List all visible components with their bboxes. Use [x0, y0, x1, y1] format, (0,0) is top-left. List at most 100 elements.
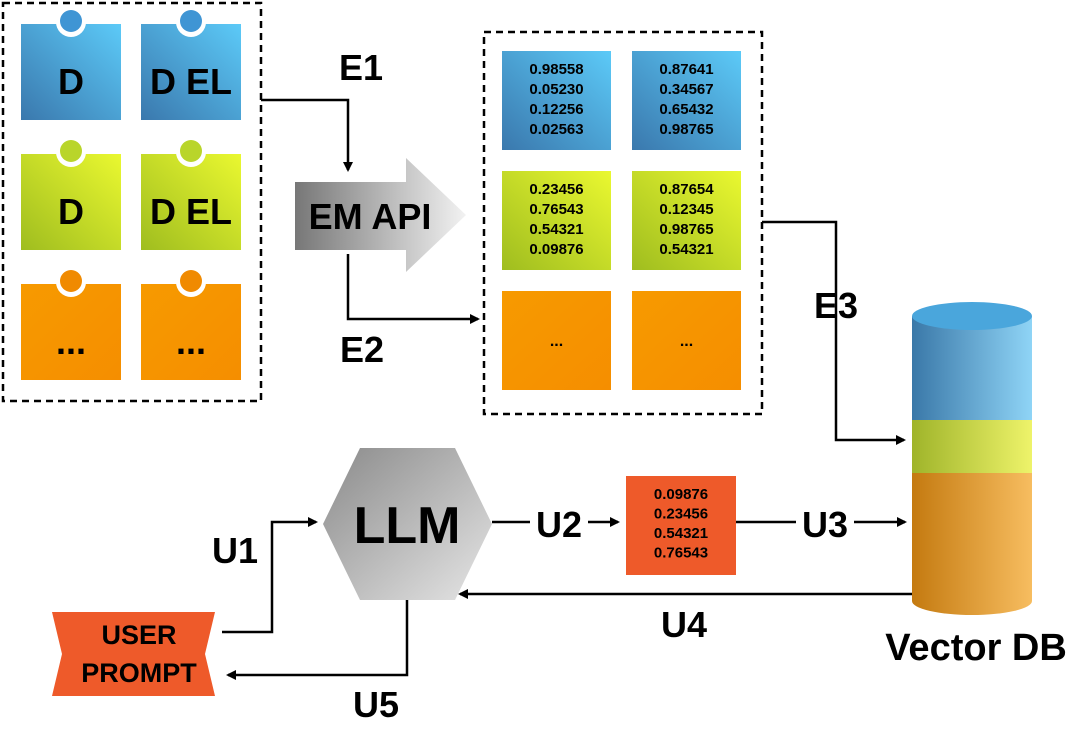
query-vector-value: 0.09876: [654, 486, 708, 503]
embedding-card-value: 0.34567: [659, 81, 713, 98]
vector-db-bottom: [912, 587, 1032, 615]
embedding-card: 0.87654 0.12345 0.98765 0.54321: [632, 171, 741, 270]
embedding-card-value: 0.76543: [529, 201, 583, 218]
embedding-api: EM API: [295, 158, 466, 272]
llm-hexagon: [323, 448, 492, 600]
document-card-label: ...: [176, 321, 206, 362]
llm-label: LLM: [354, 497, 461, 555]
embedding-api-arrow-shape: [295, 158, 466, 272]
document-card: D EL: [141, 7, 241, 120]
edge-u5-label: U5: [353, 684, 399, 725]
edge-u3-label-bg: [796, 504, 854, 540]
edge-e2-label: E2: [340, 329, 384, 370]
documents-group-border: [1, 1, 263, 403]
edge-e3-line: [762, 220, 906, 445]
embedding-card-body: [632, 291, 741, 390]
edge-labels: E1 E2 E3 U1 U2 U3 U4 U5: [212, 47, 858, 725]
query-vector-value: 0.54321: [654, 525, 708, 542]
vector-db-green-rim: [912, 420, 1032, 439]
vector-db: Vector DB: [885, 302, 1067, 669]
query-vector: 0.09876 0.23456 0.54321 0.76543: [626, 476, 736, 575]
document-card-body: [141, 24, 241, 120]
embedding-card-value: 0.02563: [529, 121, 583, 138]
embedding-card: 0.87641 0.34567 0.65432 0.98765: [632, 51, 741, 150]
edge-u1-line: [222, 517, 318, 634]
vector-db-blue-segment: [912, 316, 1032, 420]
embedding-card-value: 0.54321: [529, 221, 583, 238]
vector-db-label: Vector DB: [885, 627, 1067, 669]
embedding-card-value: 0.87641: [659, 61, 713, 78]
document-card: ...: [21, 267, 121, 380]
edge-u4-label: U4: [661, 604, 707, 645]
document-card-body: [141, 154, 241, 250]
document-card-pin-icon: [180, 270, 202, 292]
edge-u1-label: U1: [212, 530, 258, 571]
embedding-card: 0.98558 0.05230 0.12256 0.02563: [502, 51, 611, 150]
edge-e1-line: [261, 98, 353, 172]
document-card-label: D EL: [150, 191, 232, 232]
embedding-card-value: 0.05230: [529, 81, 583, 98]
embedding-card-value: 0.23456: [529, 181, 583, 198]
query-vector-box: [626, 476, 736, 575]
query-vector-values: 0.09876 0.23456 0.54321 0.76543: [654, 486, 708, 562]
embedding-card-value: 0.98765: [659, 121, 713, 138]
user-prompt-line1: USER: [101, 620, 176, 650]
document-card: D: [21, 137, 121, 250]
document-card-label: ...: [56, 321, 86, 362]
document-cards: D D EL D D EL......: [21, 7, 241, 380]
embedding-card-value: ...: [550, 333, 563, 350]
query-vector-value: 0.76543: [654, 545, 708, 562]
document-card: D: [21, 7, 121, 120]
embedding-card-body: [632, 51, 741, 150]
edge-u2-label: U2: [536, 504, 582, 545]
document-card-label: D: [58, 191, 84, 232]
embedding-card-body: [502, 291, 611, 390]
embedding-card-value: 0.12345: [659, 201, 713, 218]
embedding-card-value: 0.54321: [659, 241, 713, 258]
document-card-body: [141, 284, 241, 380]
document-card-label: D EL: [150, 61, 232, 102]
edge-e1-label: E1: [339, 47, 383, 88]
documents-group: D D EL D D EL......: [1, 1, 263, 403]
llm: LLM: [323, 448, 492, 600]
edge-u2-label-bg: [530, 504, 588, 540]
document-card-body: [21, 154, 121, 250]
embedding-card: ...: [632, 291, 741, 390]
vector-db-orange-rim: [912, 473, 1032, 492]
document-card: D EL: [141, 137, 241, 250]
document-card: ...: [141, 267, 241, 380]
vector-db-top: [912, 302, 1032, 330]
user-prompt: USER PROMPT: [52, 612, 215, 696]
embedding-card-value: 0.65432: [659, 101, 713, 118]
connectors: [222, 98, 912, 680]
document-card-label: D: [58, 61, 84, 102]
embedding-card-body: [502, 171, 611, 270]
embedding-api-label: EM API: [309, 196, 432, 237]
embedding-card-value: ...: [680, 333, 693, 350]
embedding-card-body: [502, 51, 611, 150]
embedding-card: 0.23456 0.76543 0.54321 0.09876: [502, 171, 611, 270]
document-card-pin-icon: [180, 140, 202, 162]
embedding-card-value: 0.98765: [659, 221, 713, 238]
vector-db-orange-segment: [912, 473, 1032, 601]
embedding-card-value: 0.87654: [659, 181, 714, 198]
query-vector-value: 0.23456: [654, 506, 708, 523]
edge-u5-line: [226, 600, 409, 680]
embedding-card-value: 0.09876: [529, 241, 583, 258]
embedding-card: ...: [502, 291, 611, 390]
vector-db-green-segment: [912, 420, 1032, 473]
edge-e3-label: E3: [814, 285, 858, 326]
edge-e2-line: [346, 254, 480, 324]
embedding-card-value: 0.12256: [529, 101, 583, 118]
document-card-pin-icon: [60, 270, 82, 292]
document-card-pin-icon: [180, 10, 202, 32]
edge-u3-label: U3: [802, 504, 848, 545]
embedding-card-body: [632, 171, 741, 270]
document-card-body: [21, 24, 121, 120]
user-prompt-shape: [52, 612, 215, 696]
document-card-pin-icon: [60, 10, 82, 32]
embedding-card-value: 0.98558: [529, 61, 583, 78]
embedding-cards: 0.98558 0.05230 0.12256 0.02563 0.87641 0.345…: [502, 51, 741, 390]
embeddings-group: 0.98558 0.05230 0.12256 0.02563 0.87641 0.345…: [482, 30, 764, 416]
